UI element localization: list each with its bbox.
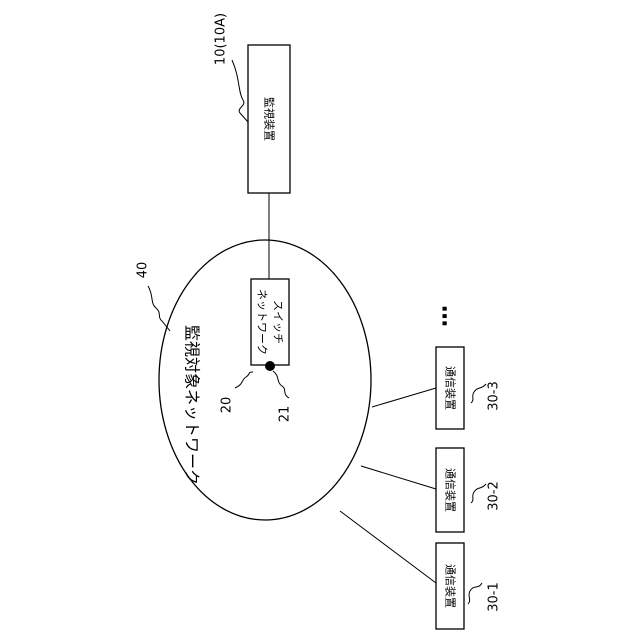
network-switch-label-line2: スイッチ [272,300,285,344]
switch-port-dot [265,361,275,371]
device-30-2-label: 通信装置 [444,468,457,512]
network-switch-label-line1: ネットワーク [256,289,269,355]
leader-30-3 [471,384,486,403]
leader-30-1 [468,583,482,604]
ref-network-switch: 20 [220,397,235,414]
link-network-device-30-1 [340,511,436,583]
more-devices-ellipsis: … [437,305,462,327]
ref-device-30-1: 30-1 [487,582,502,612]
monitored-network-label: 監視対象ネットワーク [183,325,202,485]
ref-monitoring-device: 10(10A) [214,13,229,65]
ref-monitored-network: 40 [136,262,151,279]
link-network-device-30-2 [361,466,436,489]
device-30-1-label: 通信装置 [444,564,457,608]
leader-21 [273,371,289,398]
ref-device-30-3: 30-3 [487,381,502,411]
ref-switch-port: 21 [278,406,293,423]
leader-30-2 [471,484,486,503]
leader-20 [235,372,253,388]
leader-40 [148,286,170,331]
monitoring-device-label: 監視装置 [263,97,277,141]
device-30-3-label: 通信装置 [444,366,457,410]
ref-device-30-2: 30-2 [487,481,502,511]
link-network-device-30-3 [372,388,436,407]
leader-10 [232,60,248,122]
